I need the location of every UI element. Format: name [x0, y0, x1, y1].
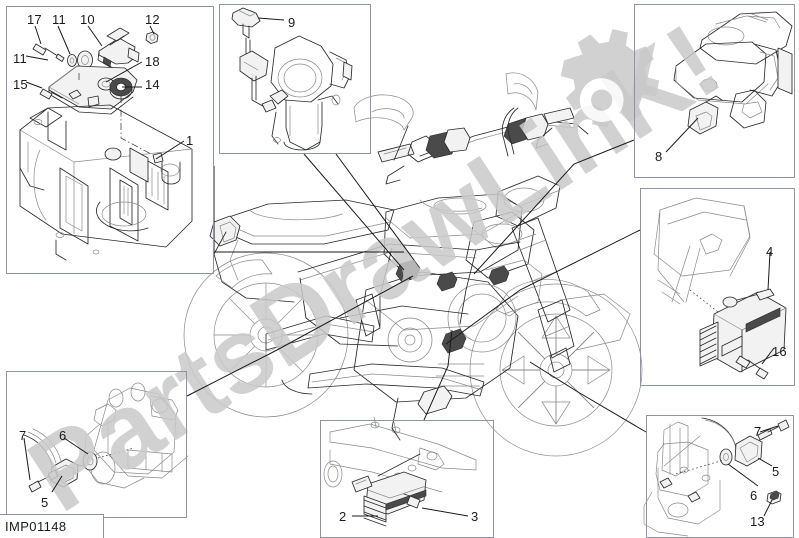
callout-5-front: 5 — [772, 464, 780, 479]
callout-17: 17 — [27, 12, 42, 27]
callout-6-rear: 6 — [59, 428, 67, 443]
callout-5-rear: 5 — [41, 495, 49, 510]
callout-6-front: 6 — [750, 488, 758, 503]
callout-1: 1 — [186, 133, 194, 148]
reference-code-text: IMP01148 — [5, 519, 67, 534]
panel-throttle-body — [219, 4, 371, 154]
callout-9: 9 — [288, 15, 296, 30]
callout-16: 16 — [772, 344, 787, 359]
callout-4: 4 — [766, 244, 774, 259]
panel-rear-caliper-sensor — [6, 371, 187, 518]
callout-11-b: 11 — [13, 51, 27, 66]
callout-12: 12 — [145, 12, 160, 27]
callout-8: 8 — [655, 149, 663, 164]
callout-3: 3 — [471, 509, 479, 524]
reference-code-tag: IMP01148 — [0, 514, 104, 538]
panel-handlebar-switch — [634, 4, 795, 178]
callout-2: 2 — [339, 509, 347, 524]
callout-14: 14 — [145, 77, 160, 92]
callout-10: 10 — [80, 12, 95, 27]
panel-battery-box — [6, 6, 214, 274]
panel-ecu — [640, 188, 795, 386]
callout-13: 13 — [750, 514, 765, 529]
callout-15: 15 — [13, 77, 28, 92]
callout-11: 11 — [52, 12, 66, 27]
callout-7-rear: 7 — [19, 428, 27, 443]
callout-18: 18 — [145, 54, 160, 69]
callout-7-front: 7 — [754, 424, 762, 439]
